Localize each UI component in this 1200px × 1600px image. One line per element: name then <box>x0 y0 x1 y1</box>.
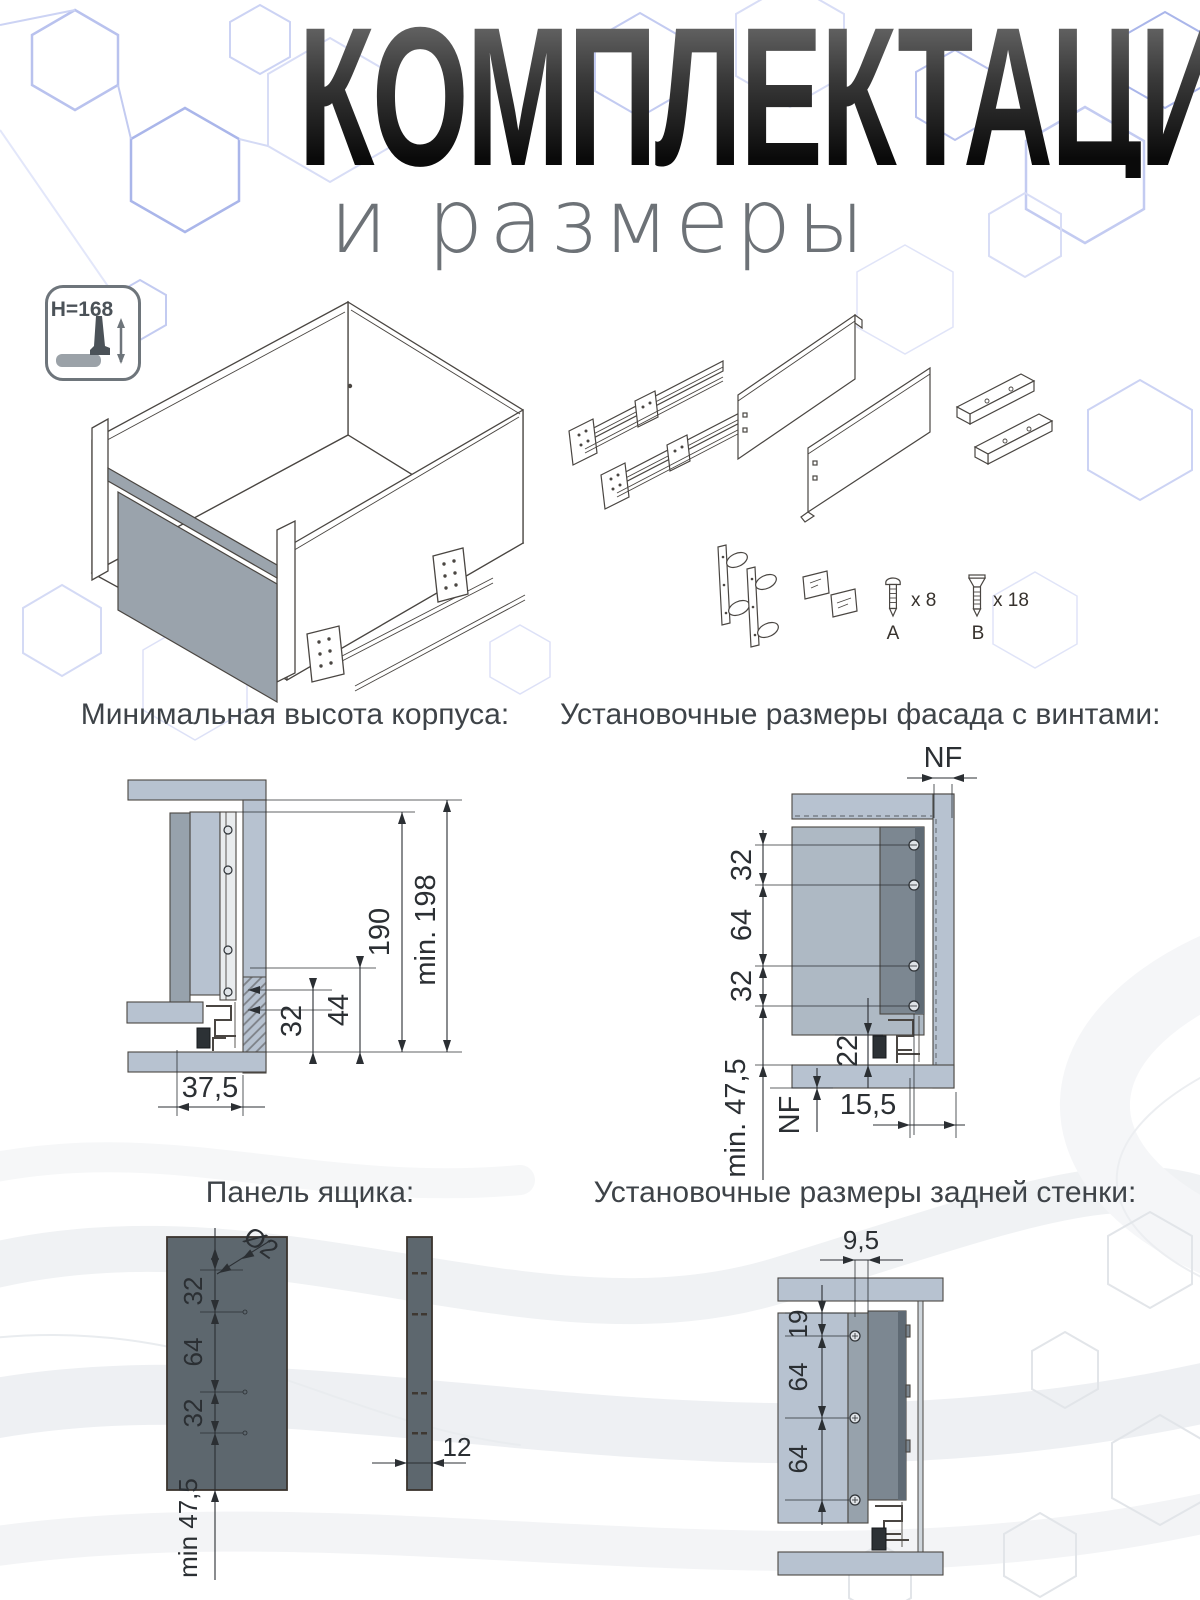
page-title: КОМПЛЕКТАЦИЯ <box>298 0 1200 196</box>
arrow-down-icon <box>117 354 125 364</box>
heading-back-wall: Установочные размеры задней стенки: <box>593 1176 1137 1209</box>
back-brackets-drawing <box>955 373 1054 466</box>
dim-nf-top: NF <box>924 742 963 774</box>
heading-drawer-panel: Панель ящика: <box>205 1176 415 1209</box>
dim-min198: min. 198 <box>410 874 442 985</box>
dim-15-5: 15,5 <box>840 1089 896 1121</box>
screw-a-qty: x 8 <box>911 590 936 611</box>
dimensions: 9,5 19 64 64 <box>783 1225 903 1525</box>
dim-12: 12 <box>443 1432 472 1462</box>
drawer-front-posts <box>91 417 296 684</box>
damper-pad <box>871 1527 887 1551</box>
dim-64: 64 <box>178 1338 208 1367</box>
slide-profile-meander <box>206 1002 236 1051</box>
small-parts-drawing: x 8 A x 18 B <box>717 544 1029 648</box>
drawer-iso-drawing <box>90 300 526 704</box>
back-wall-drawing: 9,5 19 64 64 <box>777 1225 944 1576</box>
dimensions: 190 min. 198 32 44 37,5 <box>158 799 462 1116</box>
damper-pad <box>872 1035 887 1059</box>
dim-37-5: 37,5 <box>182 1072 238 1104</box>
cover-caps <box>802 570 858 618</box>
cabinet-bottom-strip <box>777 1551 944 1576</box>
dim-32: 32 <box>276 1005 308 1037</box>
dim-nf-bottom: NF <box>774 1096 806 1135</box>
page-header: КОМПЛЕКТАЦИЯ и размеры <box>0 0 1200 274</box>
facade-top-strip <box>791 793 955 820</box>
dim-64b: 64 <box>783 1445 813 1474</box>
heading-facade: Установочные размеры фасада с винтами: <box>560 698 1161 731</box>
drawer-gallery-rail <box>107 466 278 580</box>
screw-b-icon <box>967 574 987 618</box>
slide-bracket-front <box>306 625 345 683</box>
cabinet-top-strip <box>777 1277 944 1302</box>
cabinet-bottom-strip <box>791 1064 955 1089</box>
screw-a-icon <box>885 577 901 618</box>
drawer-bottom-glyph <box>56 354 101 367</box>
dim-min475: min. 47,5 <box>720 1058 752 1177</box>
dim-32a: 32 <box>726 849 758 881</box>
back-wall-screws <box>849 1330 861 1506</box>
back-wall-hole <box>347 383 353 389</box>
height-badge-label: H=168 <box>51 298 114 321</box>
front-fixing-brackets <box>717 544 779 648</box>
heading-cabinet-height: Минимальная высота корпуса: <box>80 698 510 731</box>
panel-front-view <box>166 1236 288 1491</box>
kit-parts-drawing <box>568 313 1054 523</box>
dim-32a: 32 <box>178 1277 208 1306</box>
dim-9-5: 9,5 <box>843 1225 879 1255</box>
dim-22: 22 <box>832 1035 864 1067</box>
drawer-panel-drawing: 32 64 32 min 47,5 Ø2 12 <box>166 1220 472 1580</box>
wave-decoration <box>0 936 1200 1571</box>
profile-screws <box>223 825 233 997</box>
dim-190: 190 <box>364 908 396 956</box>
cabinet-back-edge <box>917 1300 924 1553</box>
dim-19: 19 <box>783 1310 813 1339</box>
damper-pad <box>196 1027 211 1049</box>
drawer-back-light <box>189 811 221 996</box>
cabinet-height-drawing: 190 min. 198 32 44 37,5 <box>126 779 462 1116</box>
slide-profile-meander <box>888 1016 920 1063</box>
drawer-side-profile <box>219 811 237 1001</box>
dim-min475: min 47,5 <box>173 1478 203 1578</box>
drawer-side-glyph <box>90 316 110 355</box>
dim-64a: 64 <box>783 1363 813 1392</box>
page-subtitle: и размеры <box>329 170 871 274</box>
drawer-front-panel <box>117 490 278 704</box>
screw-b-qty: x 18 <box>993 590 1029 611</box>
screw-b-letter: B <box>972 623 985 644</box>
screw-a-letter: A <box>887 623 900 644</box>
facade-drawing: NF 32 64 32 min. 47,5 22 NF 15,5 <box>720 742 977 1180</box>
dim-64: 64 <box>726 909 758 941</box>
drawer-height-icon: H=168 <box>51 298 125 367</box>
arrow-up-icon <box>117 318 125 328</box>
side-view-marks <box>412 1272 427 1435</box>
drawer-slides-drawing <box>568 360 756 510</box>
side-panels-drawing <box>737 313 931 523</box>
dim-44: 44 <box>323 994 355 1026</box>
slide-bracket-rear <box>432 547 469 603</box>
drawer-back-mid <box>169 812 191 1004</box>
dimensions: NF 32 64 32 min. 47,5 22 NF 15,5 <box>720 742 977 1180</box>
panel-side-view <box>406 1236 433 1491</box>
height-badge: H=168 <box>45 285 141 381</box>
drawer-bottom-panel <box>126 1001 204 1024</box>
cabinet-bottom-panel <box>127 1051 267 1073</box>
cabinet-top-panel <box>127 779 267 801</box>
dim-32b: 32 <box>178 1399 208 1428</box>
dim-32b: 32 <box>726 970 758 1002</box>
